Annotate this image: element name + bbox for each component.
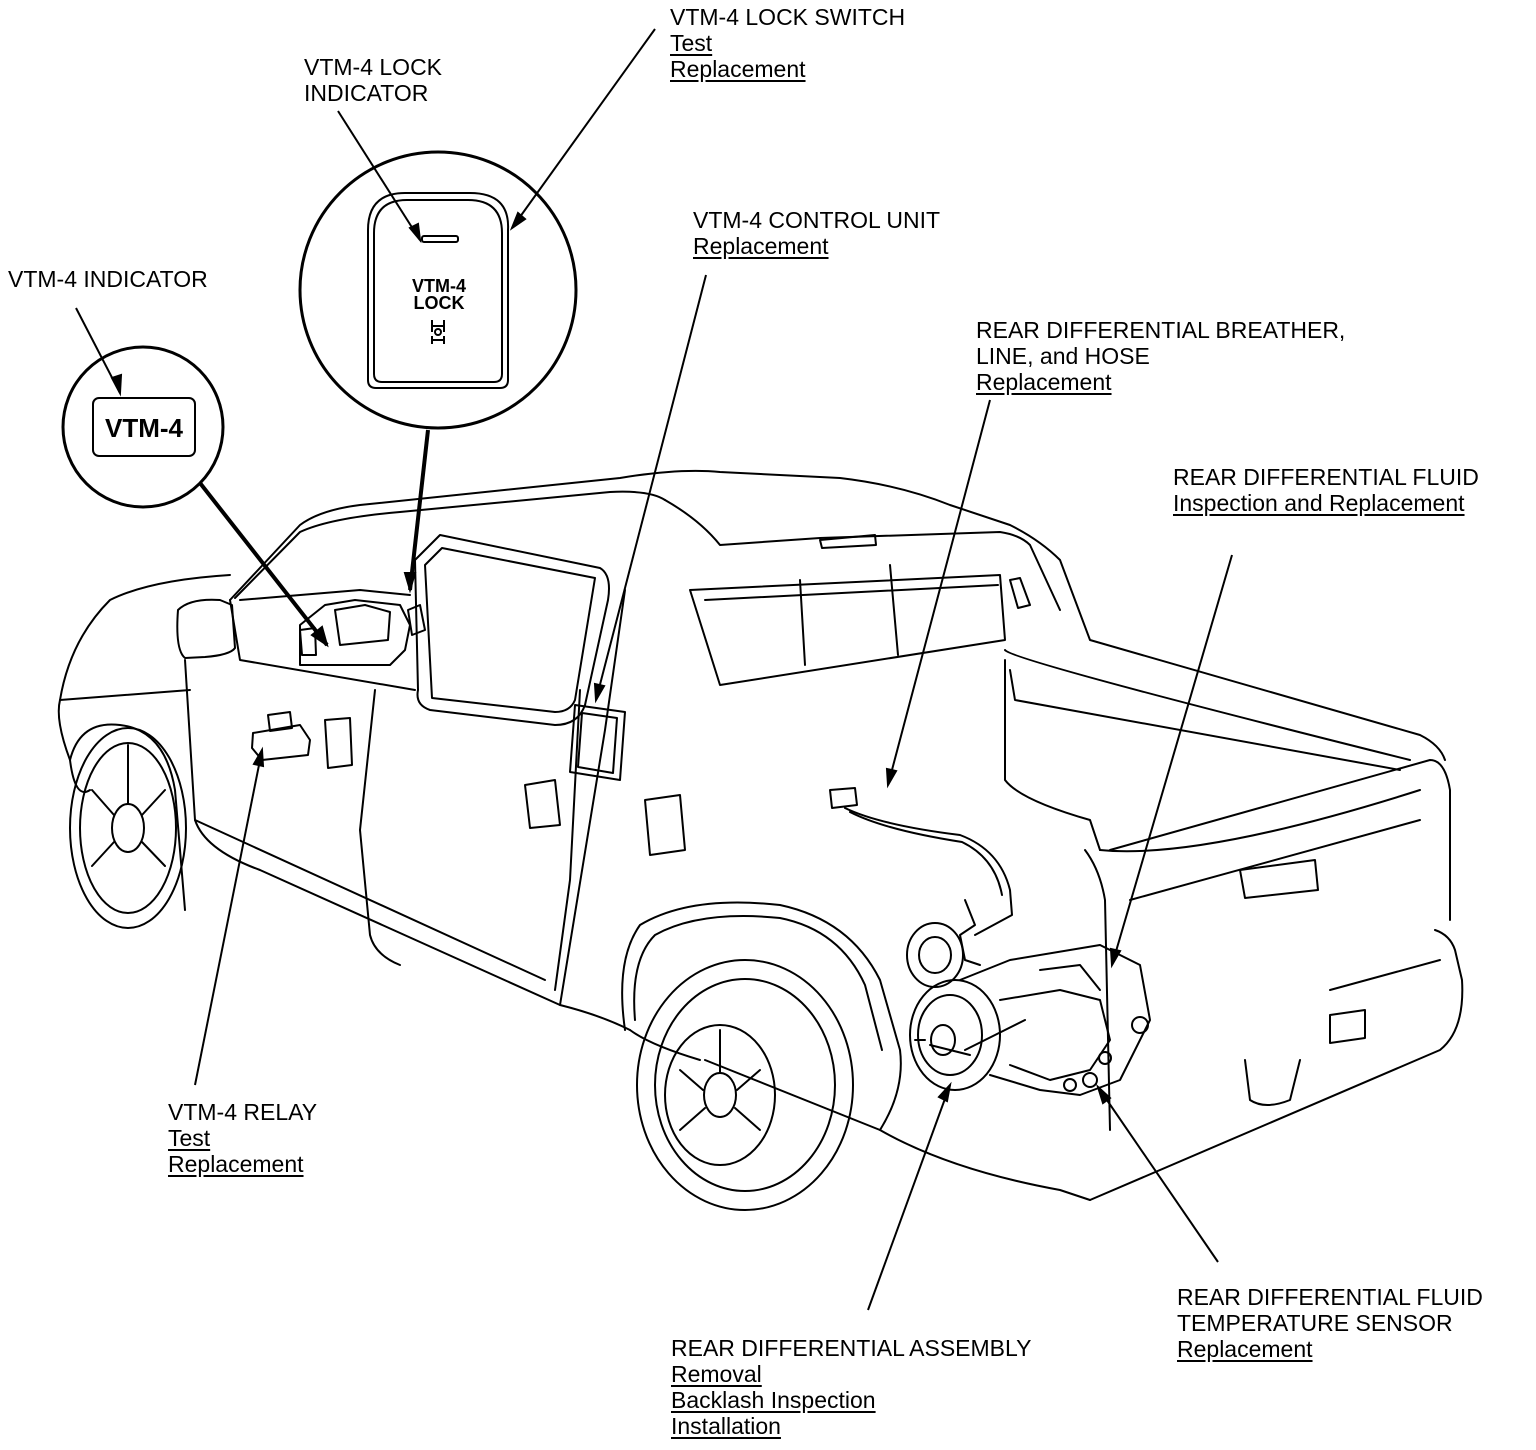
callout-indicator: VTM-4 INDICATOR	[8, 266, 208, 292]
callout-control-unit: VTM-4 CONTROL UNIT Replacement	[693, 207, 940, 259]
callout-diff-assembly: REAR DIFFERENTIAL ASSEMBLY Removal Backl…	[671, 1335, 1031, 1439]
callout-breather: REAR DIFFERENTIAL BREATHER, LINE, and HO…	[976, 317, 1345, 395]
leader-control-unit	[595, 274, 707, 701]
callout-lock-indicator-title-2: INDICATOR	[304, 80, 429, 106]
truck-body	[57, 469, 1464, 1201]
lock-switch-zoom-circle	[298, 150, 578, 430]
callout-lock-indicator-title-1: VTM-4 LOCK	[304, 54, 443, 80]
front-wheel	[69, 723, 187, 929]
diff-assembly-installation-link[interactable]: Installation	[671, 1413, 781, 1439]
relay-test-link[interactable]: Test	[168, 1125, 211, 1151]
diff-assembly-backlash-link[interactable]: Backlash Inspection	[671, 1387, 876, 1413]
indicator-badge-label: VTM-4	[105, 413, 184, 443]
control-unit-replacement-link[interactable]: Replacement	[693, 233, 829, 259]
diff-assembly-removal-link[interactable]: Removal	[671, 1361, 762, 1387]
callout-temp-sensor-title-2: TEMPERATURE SENSOR	[1177, 1310, 1453, 1336]
leader-lock-indicator	[337, 110, 421, 241]
callout-control-unit-title: VTM-4 CONTROL UNIT	[693, 207, 941, 233]
lock-switch-label-2: LOCK	[414, 293, 465, 313]
callout-temp-sensor-title-1: REAR DIFFERENTIAL FLUID	[1177, 1284, 1483, 1310]
relay-replacement-link[interactable]: Replacement	[168, 1151, 304, 1177]
callout-lock-switch-title: VTM-4 LOCK SWITCH	[670, 4, 906, 30]
callout-breather-title-1: REAR DIFFERENTIAL BREATHER,	[976, 317, 1346, 343]
lock-switch-replacement-link[interactable]: Replacement	[670, 56, 806, 82]
rear-wheel	[636, 959, 854, 1211]
breather-replacement-link[interactable]: Replacement	[976, 369, 1112, 395]
leader-diff-fluid	[1111, 554, 1233, 966]
leader-diff-assembly	[867, 1084, 951, 1311]
lock-switch-button	[367, 192, 510, 389]
callout-relay-title: VTM-4 RELAY	[168, 1099, 318, 1125]
diff-fluid-inspection-link[interactable]: Inspection and Replacement	[1173, 490, 1465, 516]
leader-temp-sensor	[1097, 1086, 1219, 1263]
lock-switch-label-1: VTM-4	[412, 276, 466, 296]
cab-doors	[176, 534, 1031, 1006]
callout-temp-sensor: REAR DIFFERENTIAL FLUID TEMPERATURE SENS…	[1177, 1284, 1483, 1362]
leader-lock-zoom	[408, 429, 430, 591]
temp-sensor-replacement-link[interactable]: Replacement	[1177, 1336, 1313, 1362]
indicator-badge	[92, 397, 196, 457]
leader-indicator-zoom	[198, 481, 329, 647]
leader-lines	[75, 28, 1233, 1311]
callout-breather-title-2: LINE, and HOSE	[976, 343, 1150, 369]
breather-hose	[829, 787, 1013, 966]
leader-breather	[887, 399, 991, 786]
callout-relay: VTM-4 RELAY Test Replacement	[168, 1099, 317, 1177]
callout-indicator-title: VTM-4 INDICATOR	[8, 266, 208, 292]
callout-diff-fluid: REAR DIFFERENTIAL FLUID Inspection and R…	[1173, 464, 1479, 516]
indicator-zoom-circle	[61, 345, 225, 509]
leader-lock-switch	[511, 28, 656, 229]
callout-diff-assembly-title: REAR DIFFERENTIAL ASSEMBLY	[671, 1335, 1032, 1361]
callout-lock-indicator: VTM-4 LOCK INDICATOR	[304, 54, 442, 106]
lock-switch-test-link[interactable]: Test	[670, 30, 713, 56]
callout-lock-switch: VTM-4 LOCK SWITCH Test Replacement	[670, 4, 905, 82]
callout-diff-fluid-title: REAR DIFFERENTIAL FLUID	[1173, 464, 1479, 490]
leader-relay	[194, 749, 263, 1086]
